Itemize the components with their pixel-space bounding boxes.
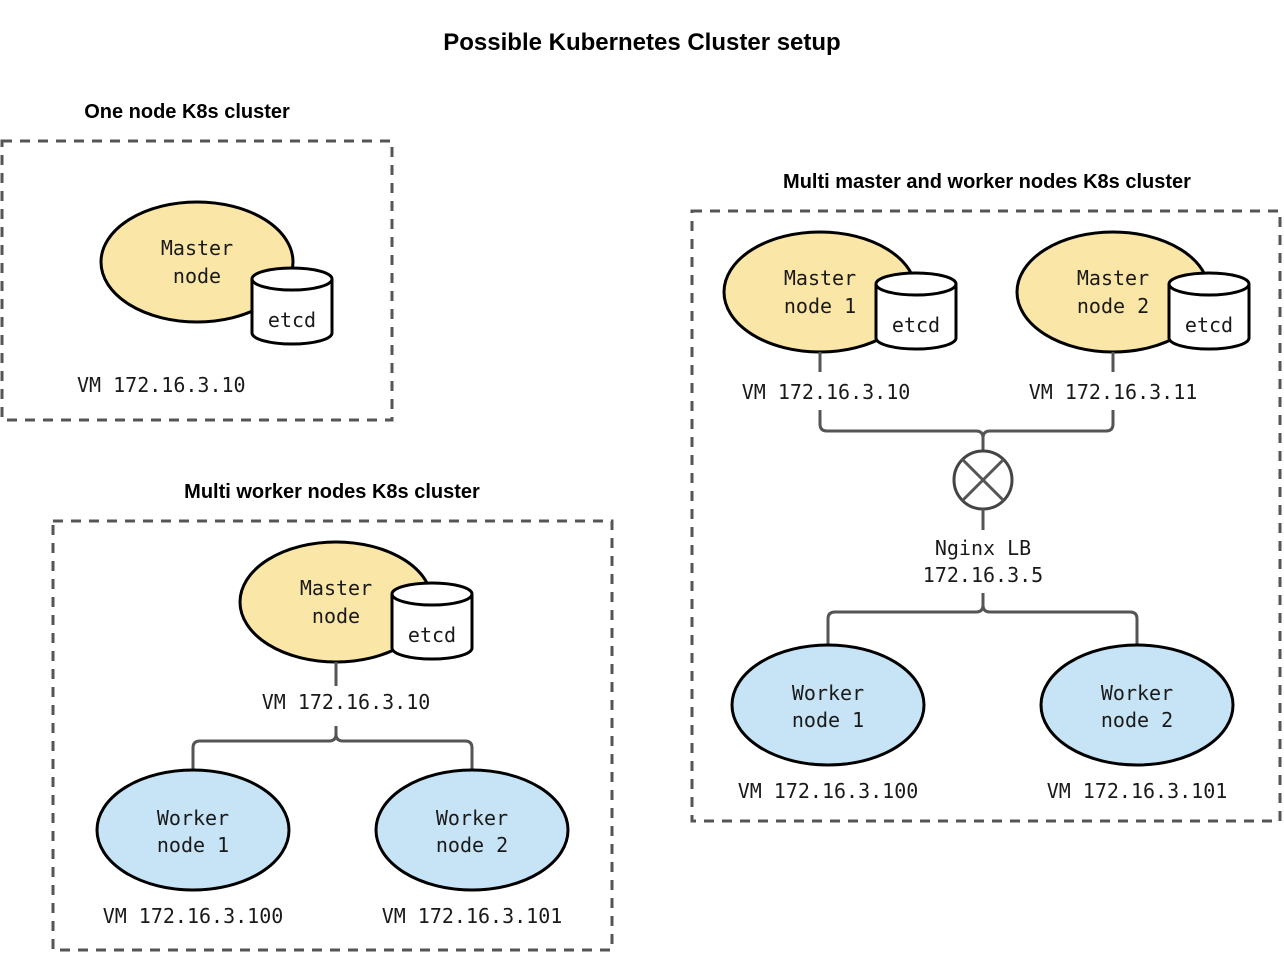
etcd-database-icon bbox=[250, 266, 334, 346]
multi-worker-boundary bbox=[51, 519, 614, 952]
multi-master-cluster: Multi master and worker nodes K8s cluste… bbox=[690, 171, 1282, 823]
worker-node-label: node 1 bbox=[792, 708, 864, 732]
load-balancer-icon bbox=[952, 449, 1014, 511]
vm-address: VM 172.16.3.10 bbox=[742, 380, 911, 404]
worker-node-label: node 1 bbox=[157, 833, 229, 857]
one-node-cluster: One node K8s cluster Master node etcd VM… bbox=[0, 101, 394, 422]
worker-node-label: Worker bbox=[1101, 681, 1173, 705]
connector-line bbox=[826, 593, 985, 645]
master-node-label: node 1 bbox=[784, 294, 856, 318]
worker-node-label: Worker bbox=[436, 806, 508, 830]
connector-line bbox=[334, 733, 474, 770]
worker-node-label: Worker bbox=[792, 681, 864, 705]
worker-node-ellipse bbox=[730, 643, 926, 767]
vm-address: VM 172.16.3.11 bbox=[1029, 380, 1198, 404]
connector-line bbox=[981, 410, 1115, 439]
etcd-database-icon bbox=[390, 581, 474, 661]
master-node-ellipse bbox=[99, 200, 295, 324]
master-node-label: node bbox=[312, 604, 360, 628]
master-node-label: node 2 bbox=[1077, 294, 1149, 318]
connector-line bbox=[191, 726, 338, 770]
worker-node-ellipse bbox=[95, 768, 291, 892]
connector-line bbox=[981, 604, 1139, 645]
etcd-database-icon bbox=[874, 271, 958, 351]
worker-node-label: node 2 bbox=[436, 833, 508, 857]
lb-address: 172.16.3.5 bbox=[923, 563, 1043, 587]
lb-label: Nginx LB bbox=[935, 536, 1031, 560]
etcd-label: etcd bbox=[892, 313, 940, 337]
diagram-title: Possible Kubernetes Cluster setup bbox=[443, 29, 840, 56]
etcd-label: etcd bbox=[408, 623, 456, 647]
vm-address: VM 172.16.3.10 bbox=[77, 373, 246, 397]
multi-worker-cluster: Multi worker nodes K8s cluster Master no… bbox=[51, 481, 614, 952]
etcd-label: etcd bbox=[1185, 313, 1233, 337]
worker-node-label: Worker bbox=[157, 806, 229, 830]
master-node-label: Master bbox=[161, 236, 233, 260]
worker-node-ellipse bbox=[374, 768, 570, 892]
vm-address: VM 172.16.3.100 bbox=[738, 779, 919, 803]
etcd-label: etcd bbox=[268, 308, 316, 332]
etcd-database-icon bbox=[1167, 271, 1251, 351]
master-node-label: Master bbox=[1077, 266, 1149, 290]
one-node-heading: One node K8s cluster bbox=[84, 101, 290, 123]
multi-worker-heading: Multi worker nodes K8s cluster bbox=[184, 481, 480, 503]
vm-address: VM 172.16.3.100 bbox=[103, 904, 284, 928]
multi-master-heading: Multi master and worker nodes K8s cluste… bbox=[783, 171, 1191, 193]
multi-master-boundary bbox=[690, 209, 1282, 823]
worker-node-label: node 2 bbox=[1101, 708, 1173, 732]
vm-address: VM 172.16.3.10 bbox=[262, 690, 431, 714]
worker-node-ellipse bbox=[1039, 643, 1235, 767]
vm-address: VM 172.16.3.101 bbox=[382, 904, 563, 928]
master-node-label: Master bbox=[300, 576, 372, 600]
master-node-label: Master bbox=[784, 266, 856, 290]
one-node-boundary bbox=[0, 139, 394, 422]
vm-address: VM 172.16.3.101 bbox=[1047, 779, 1228, 803]
master-node-label: node bbox=[173, 264, 221, 288]
connector-line bbox=[818, 410, 985, 452]
